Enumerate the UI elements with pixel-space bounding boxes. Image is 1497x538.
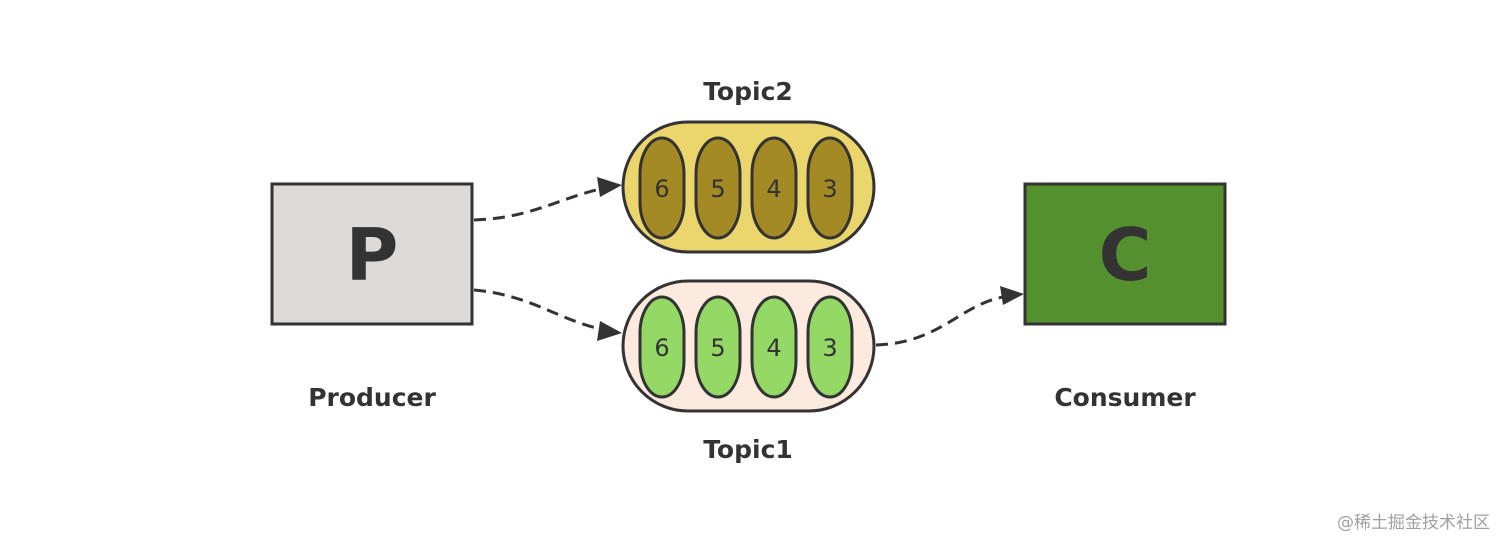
producer-letter: P	[346, 213, 399, 297]
message-number: 4	[766, 175, 781, 203]
consumer-caption: Consumer	[1054, 383, 1196, 412]
message-number: 4	[766, 334, 781, 362]
consumer-letter: C	[1099, 213, 1152, 297]
topic1-to-consumer-arrow	[875, 286, 1024, 347]
message-number: 5	[710, 334, 725, 362]
consumer-node: C Consumer	[1023, 182, 1227, 412]
message-number: 3	[822, 175, 837, 203]
message-number: 6	[654, 334, 669, 362]
producer-caption: Producer	[308, 383, 436, 412]
message-capsule	[694, 295, 742, 399]
message-capsule	[750, 136, 798, 240]
message-number: 6	[654, 175, 669, 203]
message-capsule	[638, 136, 686, 240]
topic1-label: Topic1	[703, 435, 793, 464]
producer-to-topic1-arrow	[473, 288, 622, 341]
message-capsule	[806, 136, 854, 240]
consumer-box	[1023, 182, 1227, 326]
message-capsule	[638, 295, 686, 399]
message-number: 5	[710, 175, 725, 203]
message-capsule	[694, 136, 742, 240]
arrowhead-icon	[1000, 286, 1024, 305]
producer-node: P Producer	[270, 182, 474, 412]
message-capsule	[750, 295, 798, 399]
topic1-queue: 6 5 4 3 Topic1	[621, 279, 876, 464]
message-capsule	[806, 295, 854, 399]
arrow-line	[875, 295, 1004, 347]
topic2-queue: Topic2 6 5 4 3	[621, 77, 876, 254]
message-number: 3	[822, 334, 837, 362]
arrowhead-icon	[597, 177, 622, 197]
arrow-line	[473, 288, 601, 331]
watermark: @稀土掘金技术社区	[1337, 513, 1490, 533]
producer-to-topic2-arrow	[473, 177, 622, 222]
topic2-label: Topic2	[703, 77, 793, 106]
arrow-line	[473, 187, 601, 222]
arrowhead-icon	[597, 321, 622, 341]
producer-box	[270, 182, 474, 326]
